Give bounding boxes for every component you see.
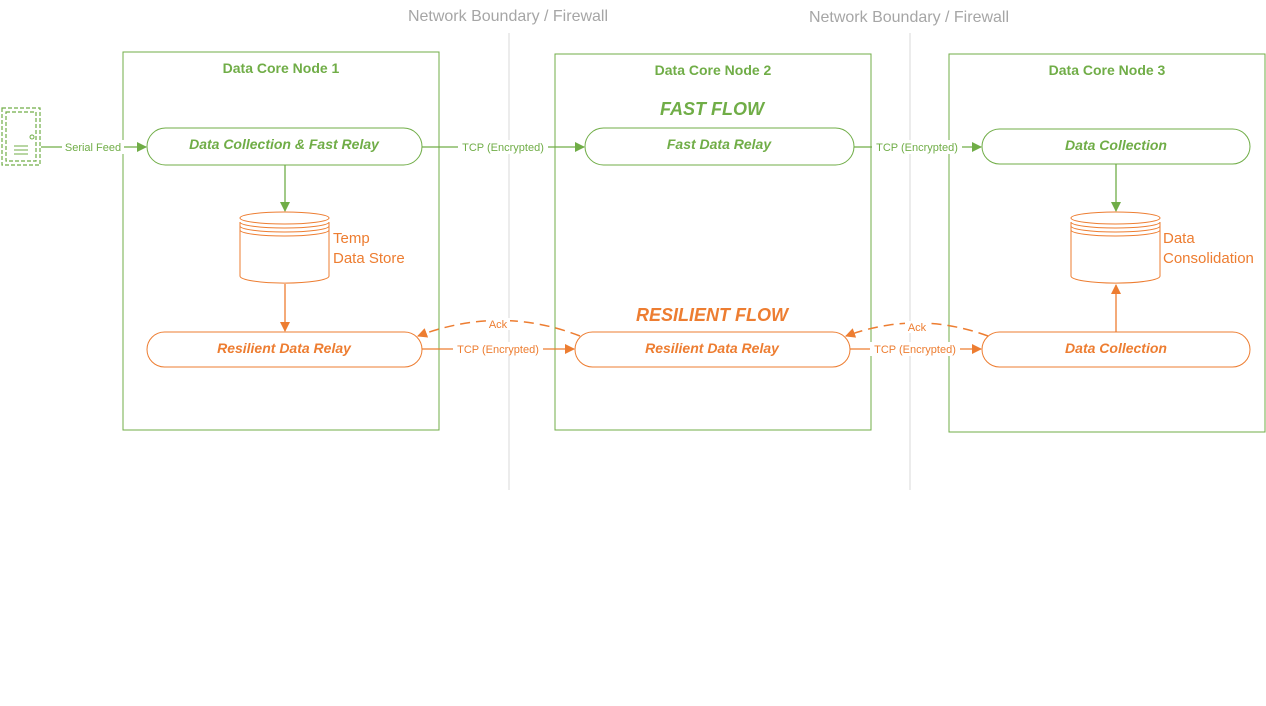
node2-fast-relay-label: Fast Data Relay [667, 136, 772, 152]
fast-tcp-label-1: TCP (Encrypted) [462, 142, 544, 154]
ack-label-2: Ack [908, 322, 927, 334]
temp-store-label-line1: Temp [333, 230, 370, 247]
boundary-label-2: Network Boundary / Firewall [809, 9, 1009, 26]
node1-resilient-relay-label: Resilient Data Relay [217, 340, 352, 356]
node-2-container [554, 53, 872, 431]
resilient-flow-label: RESILIENT FLOW [636, 305, 790, 325]
temp-data-store-icon [239, 211, 330, 284]
fast-tcp-label-2: TCP (Encrypted) [876, 142, 958, 154]
boundary-label-1: Network Boundary / Firewall [408, 8, 608, 25]
node-1-container [122, 51, 440, 431]
data-consolidation-icon [1070, 211, 1161, 284]
node-3-title: Data Core Node 3 [1049, 62, 1166, 78]
temp-store-label-line2: Data Store [333, 250, 405, 267]
resilient-tcp-label-2: TCP (Encrypted) [874, 344, 956, 356]
node1-fast-relay-label: Data Collection & Fast Relay [189, 136, 380, 152]
node-1-title: Data Core Node 1 [223, 60, 340, 76]
consolidation-label-line2: Consolidation [1163, 250, 1254, 267]
ack-label-1: Ack [489, 319, 508, 331]
node-2-title: Data Core Node 2 [655, 62, 772, 78]
node2-resilient-relay-label: Resilient Data Relay [645, 340, 780, 356]
serial-device-icon [1, 107, 41, 166]
serial-feed-label: Serial Feed [65, 142, 121, 154]
resilient-tcp-label-1: TCP (Encrypted) [457, 344, 539, 356]
node3-fast-collection-label: Data Collection [1065, 137, 1167, 153]
node-3-container [948, 53, 1266, 433]
node3-resilient-collection-label: Data Collection [1065, 340, 1167, 356]
fast-flow-label: FAST FLOW [660, 99, 766, 119]
consolidation-label-line1: Data [1163, 230, 1195, 247]
